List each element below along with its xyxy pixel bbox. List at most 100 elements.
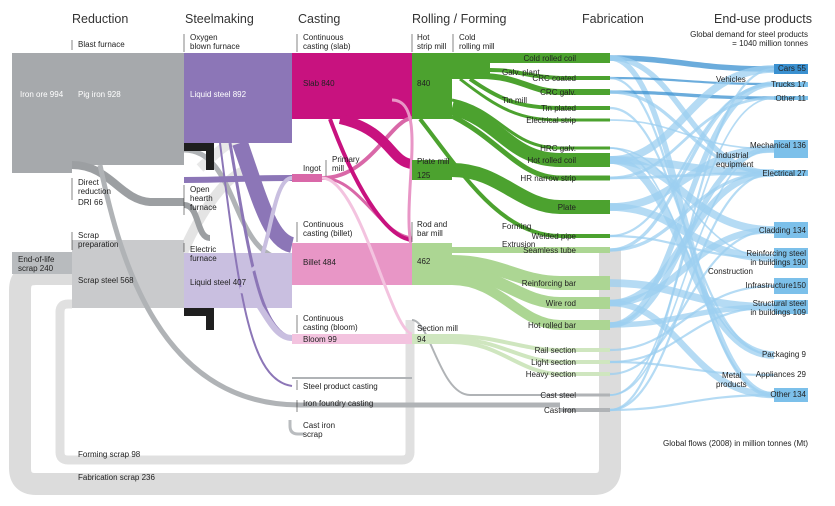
fab-label-rail-section: Rail section: [535, 346, 576, 355]
label-electric-1: Electric: [190, 245, 216, 254]
stage-steelmaking: Steelmaking: [185, 12, 254, 26]
hot-strip-block: [412, 53, 452, 119]
fab-label-cast-iron: Cast iron: [544, 406, 576, 415]
section-mill-block: [412, 334, 452, 344]
label-scrap-prep-1: Scrap: [78, 231, 99, 240]
electric-liquid-steel-block: [184, 253, 292, 308]
electric-to-bloom: [239, 287, 293, 341]
label-electrical: Electrical 27: [762, 169, 806, 178]
label-cont-bloom-1: Continuous: [303, 314, 343, 323]
stage-titles: Reduction Steelmaking Casting Rolling / …: [72, 12, 812, 26]
label-extrusion: Extrusion: [502, 240, 535, 249]
label-open-hearth-2: hearth: [190, 194, 213, 203]
label-bloom: Bloom 99: [303, 335, 337, 344]
electrical-bar: [774, 170, 808, 176]
label-steel-product-casting: Steel product casting: [303, 382, 378, 391]
structural-bar: [774, 300, 808, 314]
plate-mill-block: [412, 160, 452, 180]
label-billet: Billet 484: [303, 258, 336, 267]
label-blast-furnace: Blast furnace: [78, 40, 125, 49]
iron-ore-block: [12, 53, 72, 173]
trucks-bar: [774, 82, 808, 87]
demand-note-2: = 1040 million tonnes: [732, 39, 808, 48]
label-other-vehicles: Other 11: [775, 94, 806, 103]
label-open-hearth-1: Open: [190, 185, 210, 194]
label-scrap-steel: Scrap steel 568: [78, 276, 134, 285]
fab-label-cold-rolled-coil: Cold rolled coil: [524, 54, 577, 63]
label-forming-scrap: Forming scrap 98: [78, 450, 141, 459]
label-cladding: Cladding 134: [759, 226, 807, 235]
label-industrial-2: equipment: [716, 160, 754, 169]
flow-cast-steel-to-veh: [609, 97, 775, 396]
flow-hot-rolled-bar-to-con: [609, 304, 775, 328]
reinforcing-bar: [774, 248, 808, 268]
demand-note-1: Global demand for steel products: [690, 30, 808, 39]
label-direct-reduction-2: reduction: [78, 187, 111, 196]
fab-label-reinforcing-bar: Reinforcing bar: [522, 279, 577, 288]
fab-label-welded-pipe: Welded pipe: [532, 232, 577, 241]
pig-iron-to-iron-foundry: [97, 164, 560, 408]
label-hot-strip-2: strip mill: [417, 42, 447, 51]
label-dri: DRI 66: [78, 198, 103, 207]
bloom-block: [292, 334, 412, 344]
flow-cast-iron-to-ind: [609, 171, 775, 412]
label-structural-2: in buildings 109: [750, 308, 806, 317]
label-section-value: 94: [417, 335, 426, 344]
fab-label-cast-steel: Cast steel: [540, 391, 576, 400]
label-reinforcing-2: in buildings 190: [750, 258, 806, 267]
label-pig-iron: Pig iron 928: [78, 90, 121, 99]
flow-hot-rolled-coil-to-veh: [609, 65, 775, 164]
to-cast-steel: [411, 319, 560, 396]
dri-to-electric: [183, 202, 211, 241]
label-iron-ore: Iron ore 994: [20, 90, 64, 99]
label-forming: Forming: [502, 222, 531, 231]
label-tin-mill: Tin mill: [502, 96, 527, 105]
label-structural-1: Structural steel: [753, 299, 807, 308]
label-cold-rolling-1: Cold: [459, 33, 475, 42]
flow-rail-section-to-con: [609, 284, 775, 352]
label-section-mill: Section mill: [417, 324, 458, 333]
mechanical-bar: [774, 140, 808, 158]
label-cont-billet-2: casting (billet): [303, 229, 353, 238]
stage-end-use: End-use products: [714, 12, 812, 26]
forming-scrap-loop: [55, 299, 415, 465]
end-use-flows: [609, 55, 775, 412]
rod-bar-block: [412, 243, 452, 285]
label-direct-reduction-1: Direct: [78, 178, 100, 187]
electric-furnace-slag: [184, 308, 214, 330]
reduction-stage: [12, 53, 560, 408]
label-reinforcing-1: Reinforcing steel: [746, 249, 806, 258]
slab-to-plate-mill: [338, 114, 414, 169]
fab-label-plate: Plate: [558, 203, 577, 212]
oxygen-to-steel-casting: [219, 142, 293, 387]
stage-reduction: Reduction: [72, 12, 128, 26]
label-mechanical: Mechanical 136: [750, 141, 807, 150]
reduction-labels: Blast furnace Iron ore 994 Pig iron 928 …: [18, 40, 155, 482]
flow-cast-iron-to-veh: [609, 67, 775, 412]
fab-label-crc-galv: CRC galv.: [540, 88, 576, 97]
label-metal-products-2: products: [716, 380, 747, 389]
fab-label-electrical-strip: Electrical strip: [526, 116, 576, 125]
label-hot-strip-value: 840: [417, 79, 431, 88]
cladding-bar: [774, 222, 808, 238]
label-plate-mill: Plate mill: [417, 157, 450, 166]
label-liquid-oxygen: Liquid steel 892: [190, 90, 247, 99]
label-electric-2: furnace: [190, 254, 217, 263]
fab-label-seamless-tube: Seamless tube: [523, 246, 576, 255]
steelmaking-stage: [183, 53, 295, 387]
billet-feed-link: [391, 98, 414, 251]
casting-stage: [292, 53, 560, 396]
label-oxygen-2: blown furnace: [190, 42, 240, 51]
label-trucks: Trucks 17: [771, 80, 806, 89]
label-hot-strip-1: Hot: [417, 33, 430, 42]
label-cont-billet-1: Continuous: [303, 220, 343, 229]
slab-to-rod-bar: [328, 118, 413, 242]
label-metal-products-1: Metal: [722, 371, 742, 380]
stage-fabrication: Fabrication: [582, 12, 644, 26]
flow-hot-rolled-coil-to-met: [609, 156, 775, 359]
fabrication-scrap-loop: [9, 250, 621, 495]
label-construction: Construction: [708, 267, 753, 276]
fab-label-tin-plated: Tin plated: [541, 104, 576, 113]
label-galv-plant: Galv. plant: [502, 68, 540, 77]
